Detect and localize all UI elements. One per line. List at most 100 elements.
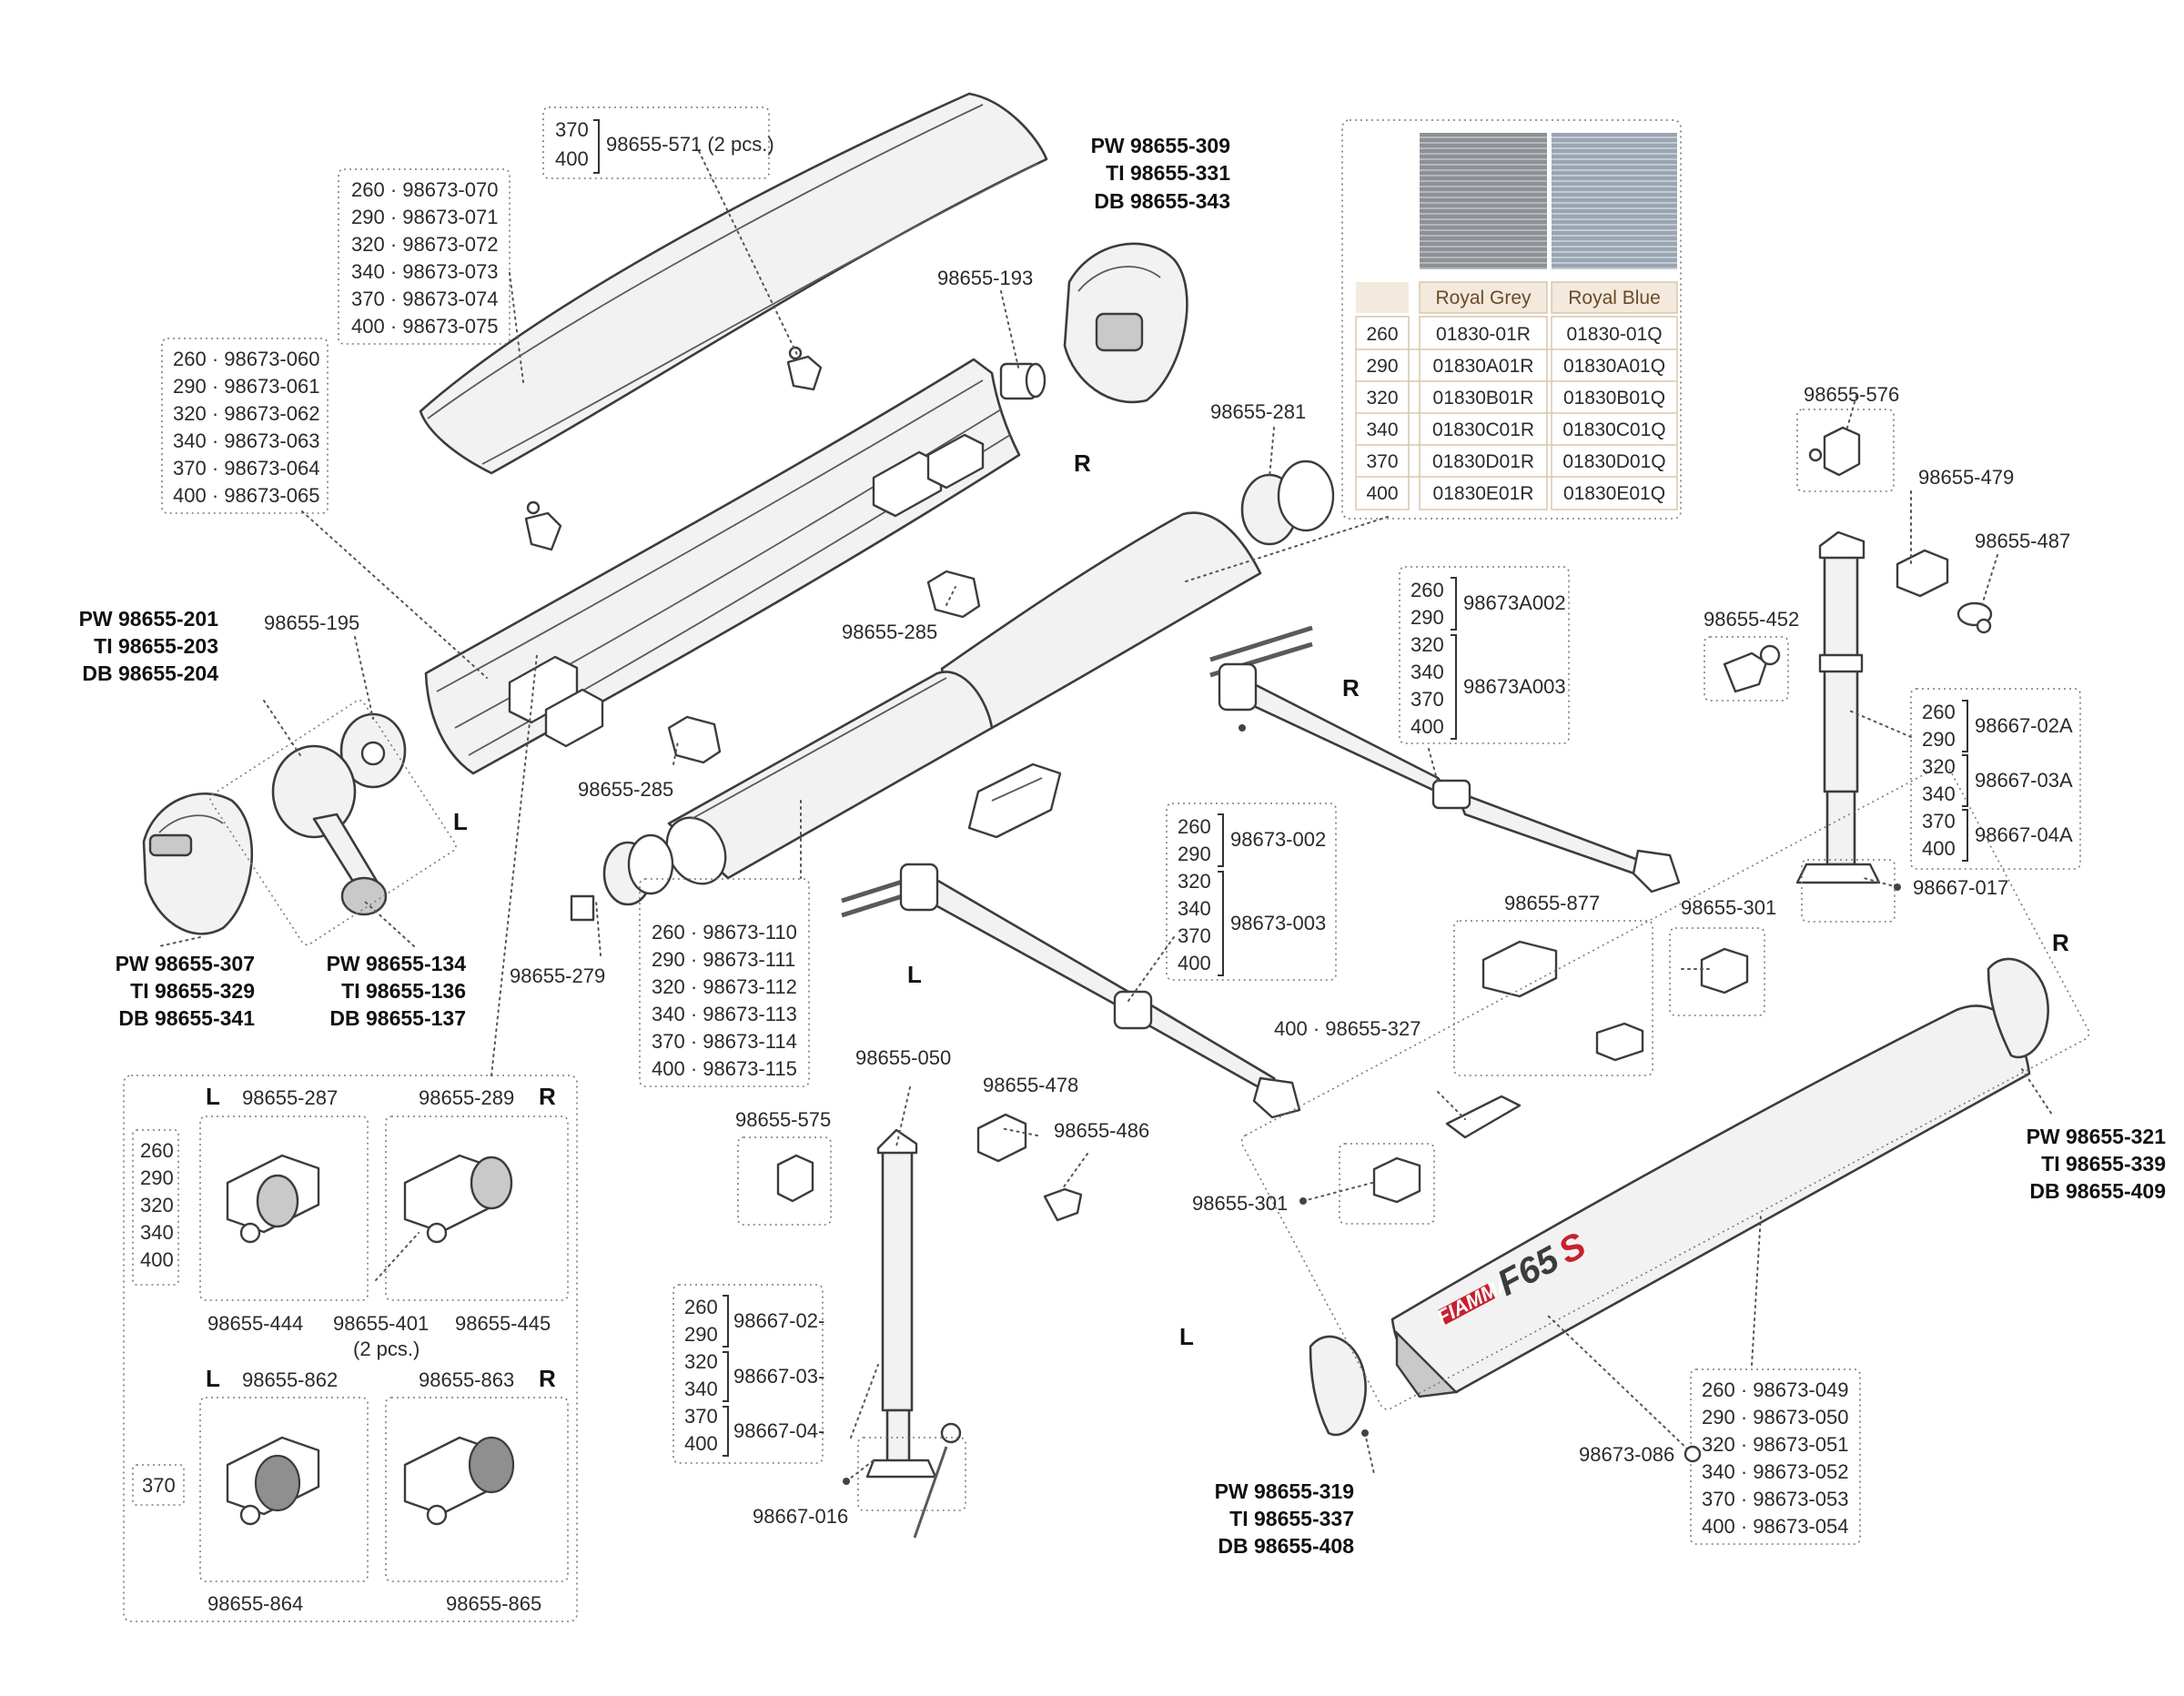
front-cover-panel	[419, 92, 1048, 475]
label-arm-l: L 260 290 98673-002 320 340 370 400 9867…	[907, 813, 1326, 988]
leg-r-part-a: 98667-02A	[1975, 714, 2073, 737]
leg-l-size-340: 340	[684, 1378, 718, 1400]
end-cap-left-mid-pw: PW 98655-307	[116, 952, 255, 975]
brackets-l-bot: L	[206, 1365, 220, 1392]
brackets-size-400: 400	[140, 1248, 174, 1271]
side-l-case: L	[1179, 1323, 1194, 1350]
leg-r-487: 98655-487	[1975, 530, 2070, 552]
bushing-label: 98655-193	[937, 267, 1033, 289]
fabric-grey-320: 01830B01R	[1433, 388, 1534, 409]
label-end-cap-left-mid: PW 98655-307 TI 98655-329 DB 98655-341	[116, 952, 256, 1030]
fabric-guard-panel	[940, 511, 1262, 730]
leg-l-size-290: 290	[684, 1323, 718, 1346]
leg-r-size-400: 400	[1922, 837, 1956, 860]
brackets-r-bot: R	[539, 1365, 556, 1392]
side-r-top: R	[1074, 449, 1091, 477]
fabric-size-260: 260	[1366, 324, 1398, 345]
arm-l-size-290: 290	[1178, 843, 1211, 865]
end-cap-left-mid-db: DB 98655-341	[118, 1006, 255, 1030]
label-end-cap-case-r: PW 98655-321 TI 98655-339 DB 98655-409	[2027, 1125, 2167, 1203]
box-cover-clip	[542, 106, 770, 179]
end-cap-left-top-ti: TI 98655-203	[94, 634, 218, 658]
roller-plug	[570, 833, 674, 922]
end-cap-left-mid2-pw: PW 98655-134	[327, 952, 467, 975]
end-cap-case-r-pw: PW 98655-321	[2027, 1125, 2167, 1148]
case-tube-370: 370 · 98673-053	[1702, 1488, 1848, 1510]
p301a-label: 98655-301	[1681, 896, 1776, 919]
arm-l-part-b: 98673-003	[1230, 912, 1326, 934]
leg-r-size-340: 340	[1922, 782, 1956, 805]
arm-l-size-340: 340	[1178, 897, 1211, 920]
label-leg-l: 98655-050 98655-575 98655-478 98655-486 …	[684, 1046, 1149, 1528]
profile-rail-320: 320 · 98673-062	[173, 402, 319, 425]
part-452	[1723, 644, 1781, 693]
fabric-size-340: 340	[1366, 419, 1398, 440]
box-foot-r	[1801, 859, 1896, 923]
label-cover-front: 260 · 98673-070 290 · 98673-071 320 · 98…	[351, 178, 498, 338]
end-cap-r-db: DB 98655-343	[1094, 189, 1230, 213]
label-end-cap-r: PW 98655-309 TI 98655-331 DB 98655-343	[1091, 134, 1231, 213]
bracket-287-drawing	[226, 1154, 320, 1244]
swatch-royal-blue	[1552, 133, 1677, 269]
end-cap-case-l-pw: PW 98655-319	[1215, 1479, 1354, 1503]
p086-label: 98673-086	[1579, 1443, 1674, 1466]
box-profile-rail	[161, 338, 329, 514]
p301b-label: 98655-301	[1192, 1192, 1288, 1215]
p327-label: 400 · 98655-327	[1274, 1017, 1421, 1040]
part-877	[1481, 940, 1644, 1062]
leg-r-576: 98655-576	[1804, 383, 1899, 406]
leg-r-452: 98655-452	[1704, 608, 1799, 631]
brackets-445: 98655-445	[455, 1312, 551, 1335]
box-cover-front	[338, 168, 511, 345]
box-leg-r	[1910, 688, 2081, 870]
arm-l-size-320: 320	[1178, 870, 1211, 893]
end-cap-case-r-ti: TI 98655-339	[2041, 1152, 2166, 1176]
leg-l-part-c: 98667-04-	[733, 1419, 824, 1442]
cover-clip-size-400: 400	[555, 147, 589, 170]
arm-r-part-a: 98673A002	[1463, 591, 1566, 614]
case-end-cap-right	[1987, 957, 2049, 1059]
case-tube: FIAMMA F65 S	[1390, 1004, 2031, 1398]
brackets-size-290: 290	[140, 1166, 174, 1189]
fabric-blue-400: 01830E01Q	[1563, 483, 1665, 504]
end-cap-case-r-db: DB 98655-409	[2029, 1179, 2166, 1203]
left-end-cap-drive	[271, 744, 388, 916]
brackets-862: 98655-862	[242, 1368, 338, 1391]
label-brackets: L 98655-287 98655-289 R 260 290 320 340 …	[140, 1083, 556, 1615]
fabric-blue-320: 01830B01Q	[1563, 388, 1665, 409]
brackets-287: 98655-287	[242, 1086, 338, 1109]
roller-tube-290: 290 · 98673-111	[652, 948, 795, 971]
brackets-864: 98655-864	[207, 1592, 303, 1615]
case-tube-340: 340 · 98673-052	[1702, 1460, 1848, 1483]
part-479	[1896, 549, 1949, 598]
box-301a	[1669, 927, 1765, 1016]
profile-rail-260: 260 · 98673-060	[173, 348, 319, 370]
leg-l-050: 98655-050	[855, 1046, 951, 1069]
label-cover-clip: 370 400 98655-571 (2 pcs.)	[555, 118, 774, 174]
fabric-blue-340: 01830C01Q	[1562, 419, 1665, 440]
fabric-blue-370: 01830D01Q	[1562, 451, 1665, 472]
right-end-cap-top	[1063, 242, 1188, 404]
label-leg-r: 98655-576 98655-479 98655-487 98655-452 …	[1704, 383, 2073, 899]
leg-l-478: 98655-478	[983, 1074, 1078, 1096]
cover-front-370: 370 · 98673-074	[351, 288, 498, 310]
brackets-size-340: 340	[140, 1221, 174, 1244]
arm-l-part-a: 98673-002	[1230, 828, 1326, 851]
leg-l-486: 98655-486	[1054, 1119, 1149, 1142]
leg-l-size-320: 320	[684, 1350, 718, 1373]
leader-lines	[158, 145, 2053, 1482]
roller-tube-340: 340 · 98673-113	[652, 1003, 797, 1025]
fabric-table: Royal Grey Royal Blue 260 01830-01R 0183…	[1355, 133, 1678, 510]
leg-r-foot: 98667-017	[1913, 876, 2008, 899]
brackets-401: 98655-401	[333, 1312, 429, 1335]
label-end-cap-left-top: PW 98655-201 TI 98655-203 DB 98655-204	[79, 607, 219, 685]
fabric-blue-260: 01830-01Q	[1566, 324, 1662, 345]
box-bracket-287	[199, 1116, 369, 1301]
profile-rail	[424, 358, 1021, 775]
part-576	[1808, 426, 1861, 477]
bushing	[999, 362, 1046, 400]
arm-l-size-400: 400	[1178, 952, 1211, 974]
profile-rail-290: 290 · 98673-061	[173, 375, 319, 398]
motor-plug-label: 98655-281	[1210, 400, 1306, 423]
brackets-l-top: L	[206, 1083, 220, 1110]
